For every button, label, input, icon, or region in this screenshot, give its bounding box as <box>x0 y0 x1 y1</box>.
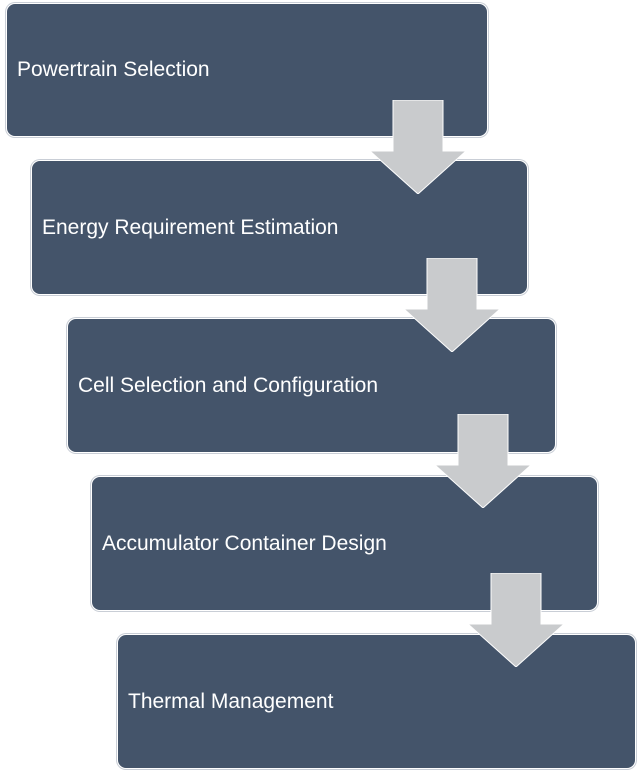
step-label: Cell Selection and Configuration <box>78 373 379 397</box>
step-label: Thermal Management <box>128 689 334 713</box>
step-label: Powertrain Selection <box>17 58 210 81</box>
step-label: Energy Requirement Estimation <box>42 215 339 239</box>
down-arrow-icon <box>435 414 531 508</box>
step-thermal-management: Thermal Management <box>117 634 636 769</box>
down-arrow-icon <box>370 100 466 194</box>
step-powertrain-selection: Powertrain Selection <box>6 3 488 137</box>
down-arrow-icon <box>468 573 564 667</box>
down-arrow-icon <box>404 258 500 352</box>
step-label: Accumulator Container Design <box>102 531 387 555</box>
